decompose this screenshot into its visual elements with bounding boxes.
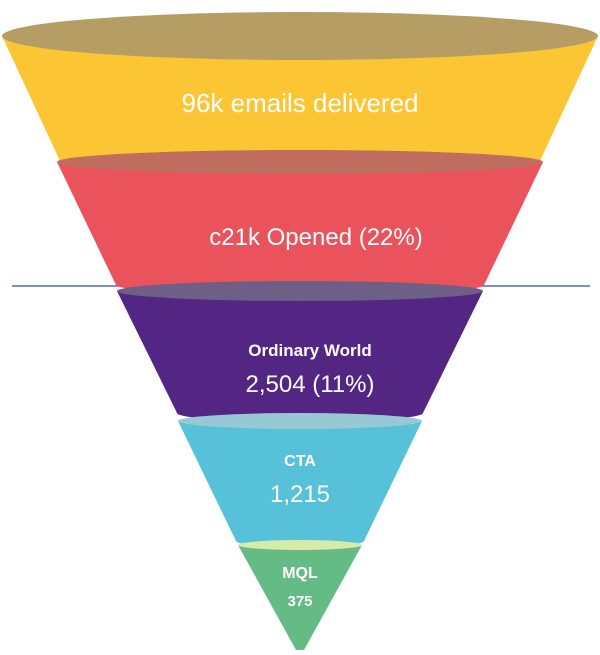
stage-delivered-body	[2, 36, 598, 173]
funnel-stage-delivered: 96k emails delivered	[2, 12, 598, 173]
stage-delivered-label: 96k emails delivered	[181, 88, 418, 118]
funnel-stage-mql: MQL 375	[238, 540, 362, 650]
stage-ordinary-world-body	[117, 291, 483, 422]
stage-mql-top	[238, 540, 362, 550]
stage-opened-top	[57, 150, 543, 174]
stage-ordinary-world-value: 2,504 (11%)	[246, 371, 375, 398]
stage-mql-value: 375	[287, 593, 312, 610]
funnel-stage-opened: c21k Opened (22%)	[57, 150, 543, 295]
stage-cta-top	[178, 413, 422, 429]
stage-opened-body	[57, 162, 543, 295]
stage-mql-label: MQL	[282, 565, 318, 582]
stage-ordinary-world-top	[117, 281, 483, 301]
funnel-stage-ordinary-world: Ordinary World 2,504 (11%)	[117, 281, 483, 422]
funnel-stage-cta: CTA 1,215	[178, 413, 422, 547]
stage-cta-label: CTA	[284, 453, 316, 470]
stage-cta-body	[178, 421, 422, 547]
stage-mql-body	[238, 545, 362, 650]
stage-opened-label: c21k Opened (22%)	[209, 224, 422, 251]
stage-delivered-top	[2, 12, 598, 60]
stage-ordinary-world-label: Ordinary World	[248, 341, 371, 360]
stage-cta-value: 1,215	[270, 481, 330, 508]
